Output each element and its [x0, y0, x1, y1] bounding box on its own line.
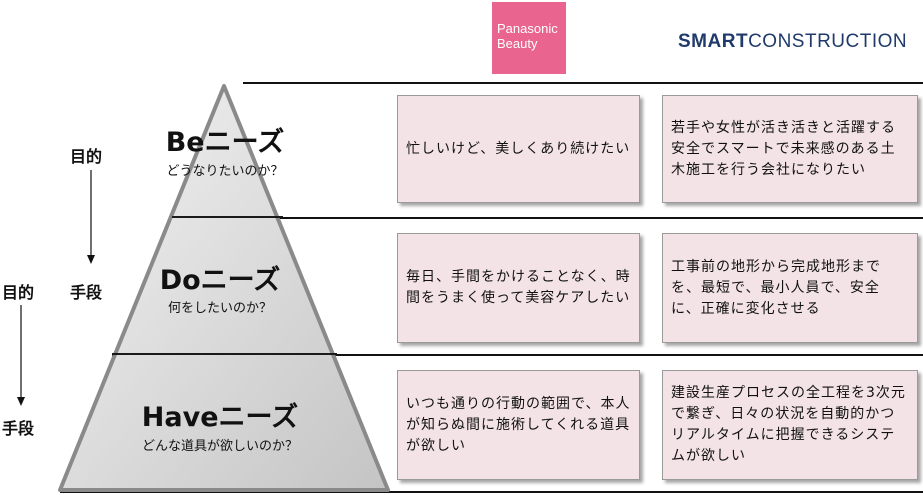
divider-do-have	[112, 354, 923, 356]
smart-logo-rest: CONSTRUCTION	[748, 31, 908, 52]
smart-construction-logo: SMARTCONSTRUCTION	[678, 31, 907, 53]
divider-be-do	[172, 217, 923, 219]
panasonic-logo-line2: Beauty	[497, 36, 538, 51]
card-have-construction-text: 建設生産プロセスの全工程を3次元で繋ぎ、日々の状況を自動的かつリアルタイムに把握…	[671, 385, 906, 464]
card-do-beauty: 毎日、手間をかけることなく、時間をうまく使って美容ケアしたい	[397, 233, 640, 343]
card-do-construction-text: 工事前の地形から完成地形までを、最短で、最小人員で、安全に、正確に変化させる	[671, 258, 881, 317]
level-subtitle-have: どんな道具が欲しいのか？	[141, 439, 298, 454]
divider-bottom	[60, 491, 923, 493]
inner-purpose-label: 目的	[70, 147, 103, 166]
card-have-beauty-text: いつも通りの行動の範囲で、本人が知らぬ間に施術してくれる道具が欲しい	[406, 395, 631, 454]
level-title-do: Doニーズ	[159, 265, 281, 296]
panasonic-logo-line1: Panasonic	[497, 21, 558, 36]
card-be-construction-text: 若手や女性が活き活きと活躍する安全でスマートで未来感のある土木施工を行う会社にな…	[671, 119, 896, 178]
inner-means-label: 手段	[70, 283, 103, 302]
card-be-construction: 若手や女性が活き活きと活躍する安全でスマートで未来感のある土木施工を行う会社にな…	[662, 95, 918, 203]
outer-purpose-label: 目的	[2, 283, 35, 302]
card-do-construction: 工事前の地形から完成地形までを、最短で、最小人員で、安全に、正確に変化させる	[662, 233, 918, 343]
card-do-beauty-text: 毎日、手間をかけることなく、時間をうまく使って美容ケアしたい	[406, 269, 631, 306]
card-have-beauty: いつも通りの行動の範囲で、本人が知らぬ間に施術してくれる道具が欲しい	[397, 370, 640, 480]
level-subtitle-do: 何をしたいのか？	[167, 301, 272, 316]
card-be-beauty: 忙しいけど、美しくあり続けたい	[397, 95, 640, 203]
level-title-be: Beニーズ	[165, 127, 285, 158]
divider-top	[243, 82, 923, 84]
panasonic-beauty-logo: Panasonic Beauty	[492, 2, 566, 74]
level-title-have: Haveニーズ	[141, 402, 299, 433]
level-subtitle-be: どうなりたいのか？	[166, 164, 284, 179]
card-have-construction: 建設生産プロセスの全工程を3次元で繋ぎ、日々の状況を自動的かつリアルタイムに把握…	[662, 370, 918, 480]
outer-means-label: 手段	[2, 419, 35, 438]
smart-logo-bold: SMART	[678, 31, 749, 52]
card-be-beauty-text: 忙しいけど、美しくあり続けたい	[406, 140, 631, 157]
